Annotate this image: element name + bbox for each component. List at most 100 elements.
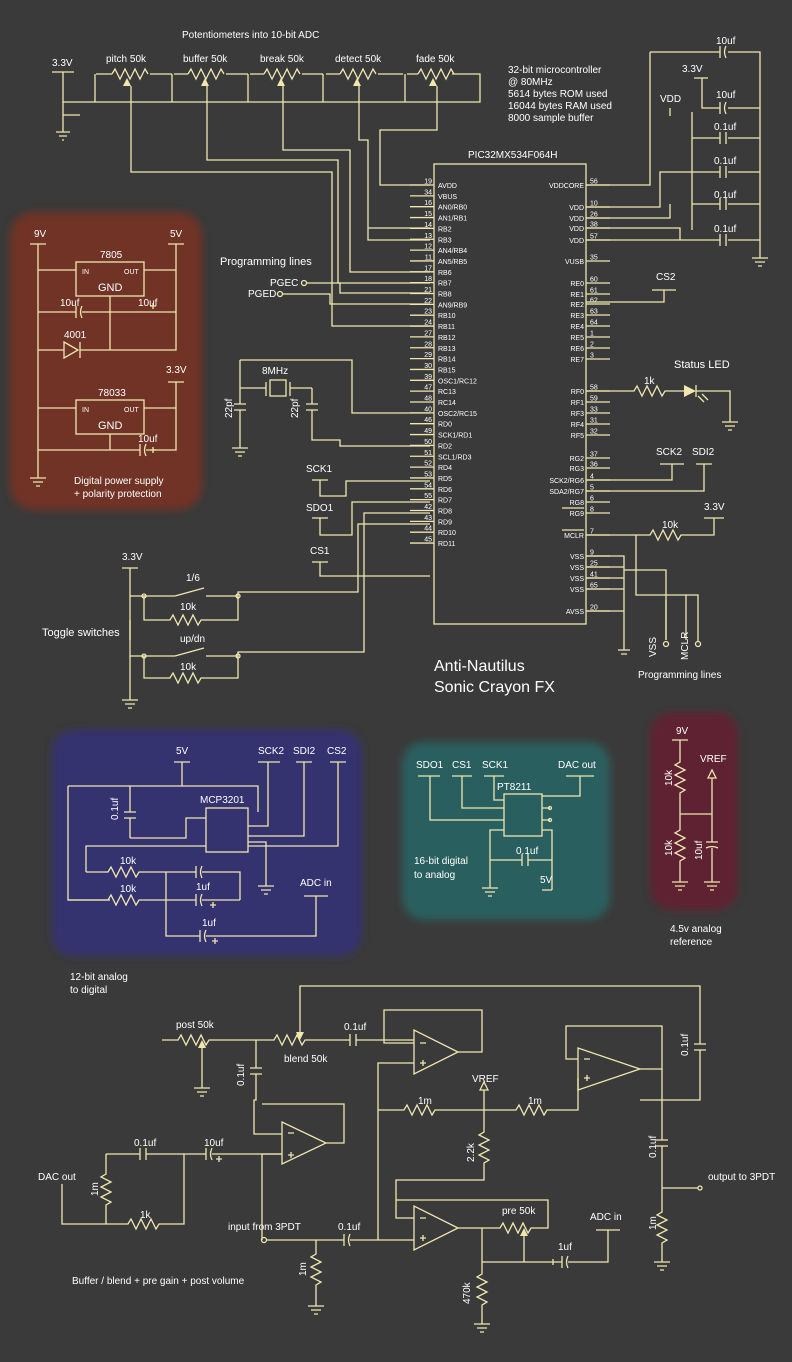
mcu-right-pin-name: SDA2/RG7	[549, 489, 584, 496]
adc-caption-1: 12-bit analog	[70, 972, 128, 983]
mcu-right-pin-number: 3	[590, 353, 594, 360]
mcu-left-pin-number: 55	[424, 493, 432, 500]
vref-9v-label: 9V	[676, 726, 689, 737]
mcu-info-2: 5614 bytes ROM used	[508, 89, 608, 100]
analog-r22k-label: 2.2k	[466, 1142, 477, 1162]
mcu-right-pin-name: RE4	[570, 324, 584, 331]
dac-out-label: DAC out	[558, 760, 596, 771]
dac-region	[402, 742, 610, 920]
mcu-left-pin-name: RB10	[438, 313, 456, 320]
vref-wiring	[672, 739, 720, 891]
mcu-left-pin-name: RD6	[438, 487, 452, 494]
mcu-left-pin-number: 21	[424, 287, 432, 294]
pre-pot-label: pre 50k	[502, 1206, 536, 1217]
mcu-right-pin-number: 59	[590, 396, 598, 403]
dac-5v-label: 5V	[540, 875, 553, 886]
toggle-wiring	[122, 512, 430, 709]
mcu-left-pin-number: 16	[424, 200, 432, 207]
mcu-left-pin-name: RB8	[438, 292, 452, 299]
mcu-left-pin-name: AVDD	[438, 183, 457, 190]
mcu-part-number: PIC32MX534F064H	[468, 150, 558, 161]
mcu-right-pins: 56VDDCORE10VDD26VDD38VDD57VDD35VUSB60RE0…	[549, 179, 610, 616]
mcu-right-pin-name: RG3	[570, 466, 585, 473]
analog-r1m-in-label: 1m	[298, 1262, 309, 1276]
mcu-left-pin-name: AN0/RB0	[438, 205, 467, 212]
sdo1-label: SDO1	[306, 503, 334, 514]
mcu-left-pin-number: 50	[424, 439, 432, 446]
cs1-label: CS1	[310, 546, 330, 557]
cs2-label-mcu: CS2	[656, 272, 676, 283]
mcu-right-pin-number: 2	[590, 342, 594, 349]
dac-sdo1-label: SDO1	[416, 760, 444, 771]
analog-r1m-dac-label: 1m	[90, 1182, 101, 1196]
toggle2-label: up/dn	[180, 634, 205, 645]
mcu-left-pin-name: RD8	[438, 509, 452, 516]
crystal-wiring	[232, 359, 430, 457]
reg1-in-label: IN	[82, 269, 89, 276]
adc-cs2-label: CS2	[327, 746, 347, 757]
mcu-right-pin-number: 58	[590, 385, 598, 392]
adc-chip-label: MCP3201	[200, 795, 245, 806]
power-vin-label: 9V	[34, 229, 47, 240]
mcu-left-pin-number: 30	[424, 363, 432, 370]
analog-c1uf-label: 1uf	[558, 1242, 572, 1253]
mcu-right-pin-number: 10	[590, 201, 598, 208]
mcu-left-pin-name: RC14	[438, 400, 456, 407]
mcu-right-pin-number: 36	[590, 462, 598, 469]
pgec-label: PGEC	[270, 278, 298, 289]
mcu-info-4: 8000 sample buffer	[508, 113, 594, 124]
adc-c2-label: 1uf	[202, 918, 216, 929]
mcu-left-pin-number: 39	[424, 374, 432, 381]
analog-r1m-a-label: 1m	[418, 1096, 432, 1107]
decoupling-cap-label-2: 0.1uf	[714, 190, 736, 201]
reg2-gnd-label: GND	[98, 420, 123, 432]
reg2-in-label: IN	[82, 407, 89, 414]
adc-sdi2-label: SDI2	[293, 746, 316, 757]
adc-r1-label: 10k	[120, 856, 137, 867]
vref-r1-label: 10k	[664, 769, 675, 786]
dac-sck1-label: SCK1	[482, 760, 509, 771]
mcu-left-pin-name: RD5	[438, 476, 452, 483]
mcu-left-pin-name: RB15	[438, 367, 456, 374]
mcu-right-pin-name: VDD	[569, 238, 584, 245]
blend-pot-label: blend 50k	[284, 1054, 328, 1065]
mcu-left-pin-name: RB12	[438, 335, 456, 342]
mcu-right-pin-name: RE2	[570, 302, 584, 309]
mcu-right-pin-number: 7	[590, 529, 594, 536]
mcu-left-pin-number: 45	[424, 537, 432, 544]
mcu-right-pin-name: RG8	[570, 500, 585, 507]
mcu-left-pin-number: 51	[424, 450, 432, 457]
pot-label-buffer: buffer 50k	[183, 54, 228, 65]
mcu-right-pin-name: RE6	[570, 346, 584, 353]
dac-caption-1: 16-bit digital	[414, 856, 468, 867]
mcu-left-pin-number: 54	[424, 482, 432, 489]
mcu-right-pin-name: RE0	[570, 281, 584, 288]
programming-left-wiring	[276, 279, 430, 305]
power-c2-label: 10uf	[138, 298, 158, 309]
mcu-right-pin-number: 32	[590, 429, 598, 436]
mcu-right-pin-number: 62	[590, 298, 598, 305]
mcu-left-pin-number: 19	[424, 179, 432, 186]
mcu-right-pin-name: RF3	[571, 411, 584, 418]
mcu-right-pin-number: 37	[590, 452, 598, 459]
post-pot-label: post 50k	[176, 1020, 215, 1031]
reg2-out-label: OUT	[124, 407, 140, 414]
mcu-left-pin-name: AN5/RB5	[438, 259, 467, 266]
mcu-left-pin-name: RD0	[438, 422, 452, 429]
mcu-left-pin-name: VBUS	[438, 194, 457, 201]
pot-wiper-wires	[130, 86, 438, 327]
vref-caption-1: 4.5v analog	[670, 924, 722, 935]
programming-heading-left: Programming lines	[220, 256, 312, 268]
analog-c-rmid-label: 0.1uf	[648, 1136, 659, 1158]
spi-left-wiring	[312, 479, 430, 577]
mcu-left-pin-number: 47	[424, 385, 432, 392]
mcu-right-pin-number: 5	[590, 485, 594, 492]
mcu-right-pin-name: VDD	[569, 216, 584, 223]
status-led-wiring	[586, 384, 738, 431]
reg1-gnd-label: GND	[98, 282, 123, 294]
mcu-right-pin-number: 4	[590, 474, 594, 481]
mcu-right-pin-number: 33	[590, 407, 598, 414]
mcu-left-pin-number: 13	[424, 233, 432, 240]
mcu-left-pin-name: SCK1/RD1	[438, 433, 472, 440]
mclr-resistor-label: 10k	[662, 520, 679, 531]
